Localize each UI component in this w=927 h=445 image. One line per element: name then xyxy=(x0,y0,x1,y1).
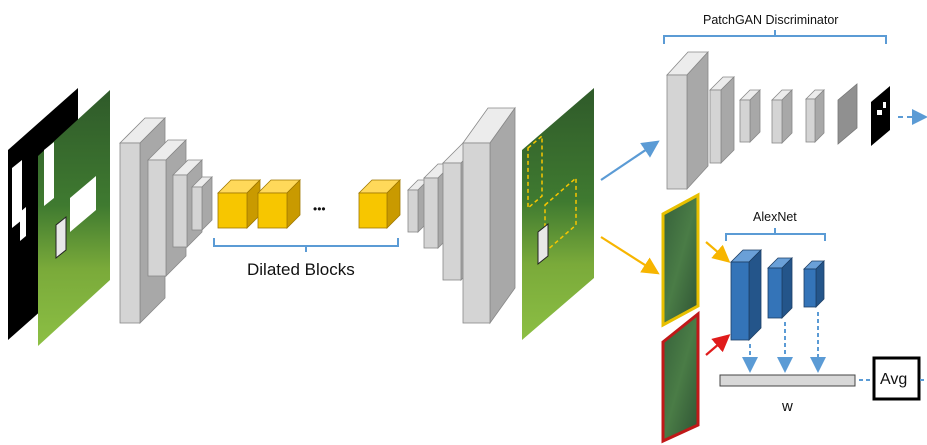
dilated-block-2 xyxy=(257,179,301,229)
alexnet-layer-2 xyxy=(767,257,793,319)
arrow-to-patch xyxy=(600,236,660,275)
avg-box xyxy=(872,356,921,401)
weight-bar xyxy=(719,374,856,387)
dilated-blocks-label: Dilated Blocks xyxy=(247,260,355,279)
patchgan-layer-3 xyxy=(739,89,761,143)
weight-label: w xyxy=(781,398,793,415)
arrow-yellow-to-alexnet xyxy=(705,241,731,263)
decoder-layer-4 xyxy=(462,106,516,325)
dilated-blocks-bracket xyxy=(213,238,399,252)
dilated-block-1 xyxy=(217,179,261,229)
alexnet-layer-1 xyxy=(730,249,762,341)
alexnet: AlexNet xyxy=(725,210,826,373)
avg-label: Avg xyxy=(880,371,907,388)
patchgan-bracket xyxy=(663,30,887,44)
patchgan-output-map xyxy=(837,83,858,145)
patchgan-discriminator: PatchGAN Discriminator xyxy=(663,13,927,191)
alexnet-label: AlexNet xyxy=(753,210,797,224)
patch-yellow xyxy=(661,192,700,328)
alexnet-bracket xyxy=(725,228,826,241)
patchgan-label: PatchGAN Discriminator xyxy=(703,13,838,27)
arrow-red-to-alexnet xyxy=(705,334,731,356)
dilated-blocks: ••• Dilated Blocks xyxy=(213,179,401,279)
masked-input-image xyxy=(38,90,110,346)
encoder-layers xyxy=(119,117,213,324)
encoder-layer-4 xyxy=(191,176,213,231)
arrow-to-patchgan xyxy=(600,140,660,181)
dilated-block-n xyxy=(358,179,401,229)
alexnet-layer-3 xyxy=(803,260,825,308)
decoder-layers xyxy=(407,106,516,325)
patch-red xyxy=(661,310,700,444)
output-image xyxy=(522,88,594,340)
patchgan-layer-1 xyxy=(666,50,709,191)
ellipsis: ••• xyxy=(313,202,326,216)
patchgan-layer-4 xyxy=(771,89,793,144)
patchgan-prediction-map xyxy=(871,86,890,146)
patchgan-layer-5 xyxy=(805,89,825,143)
patchgan-layer-2 xyxy=(709,76,735,164)
